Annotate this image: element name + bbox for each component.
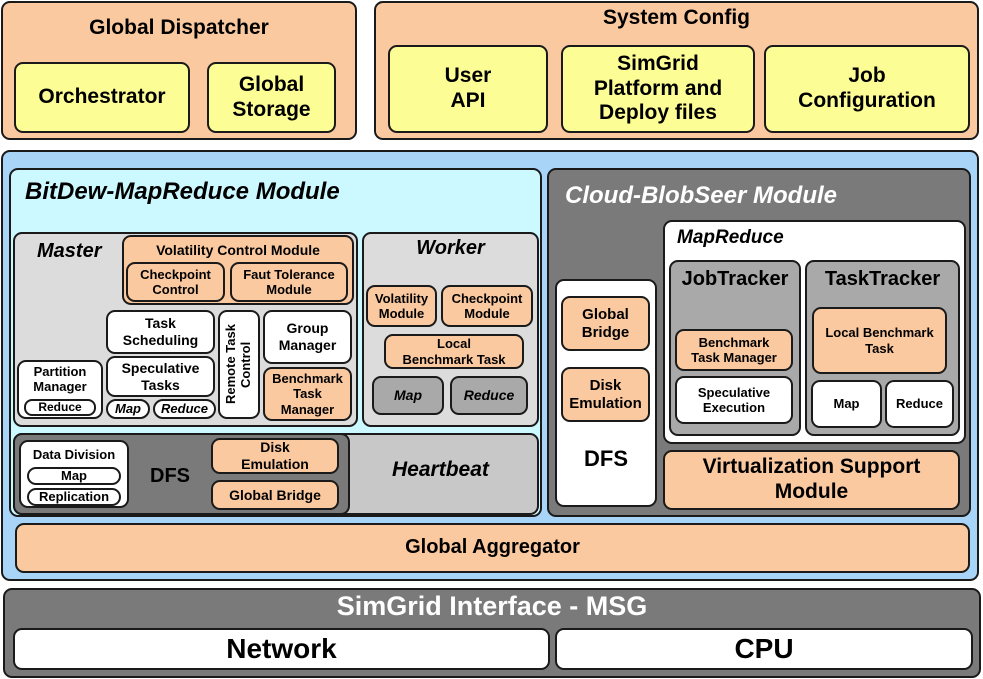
global-storage: Global Storage — [207, 62, 336, 133]
checkpoint-module: Checkpoint Module — [441, 285, 533, 327]
remote-task-control-label: Remote Task Control — [223, 324, 253, 405]
mapreduce-title: MapReduce — [677, 227, 784, 248]
data-division-map: Map — [27, 467, 121, 485]
master-reduce: Reduce — [153, 399, 216, 419]
bitdew-dfs-label: DFS — [150, 465, 190, 487]
data-division-replication: Replication — [27, 488, 121, 506]
global-aggregator: Global Aggregator — [15, 523, 970, 573]
data-division-label: Data Division — [32, 447, 116, 462]
cpu: CPU — [555, 628, 973, 670]
blobseer-disk-emulation: Disk Emulation — [561, 367, 650, 422]
bitdew-disk-emulation: Disk Emulation — [211, 438, 339, 474]
jobtracker-benchmark-task-manager: Benchmark Task Manager — [675, 329, 793, 371]
partition-reduce: Reduce — [24, 399, 96, 416]
orchestrator: Orchestrator — [14, 62, 190, 133]
partition-manager-label: Partition Manager — [33, 364, 87, 395]
tasktracker-map: Map — [811, 380, 882, 428]
bitdew-global-bridge: Global Bridge — [211, 480, 339, 510]
task-scheduling: Task Scheduling — [106, 310, 215, 354]
master-title: Master — [37, 240, 102, 262]
jobtracker-title: JobTracker — [681, 268, 789, 290]
master-map: Map — [106, 399, 150, 419]
fault-tolerance-module: Faut Tolerance Module — [230, 262, 348, 302]
user-api: User API — [388, 45, 548, 133]
speculative-execution: Speculative Execution — [675, 376, 793, 424]
tasktracker-reduce: Reduce — [885, 380, 954, 428]
simgrid-platform-deploy-files: SimGrid Platform and Deploy files — [561, 45, 755, 133]
checkpoint-control: Checkpoint Control — [126, 262, 225, 302]
group-manager: Group Manager — [263, 310, 352, 364]
tasktracker-title: TaskTracker — [824, 268, 941, 290]
benchmark-task-manager: Benchmark Task Manager — [263, 367, 352, 421]
volatility-module: Volatility Module — [366, 285, 437, 327]
worker-map: Map — [372, 376, 444, 415]
blobseer-global-bridge: Global Bridge — [561, 296, 650, 351]
global-dispatcher-title: Global Dispatcher — [89, 16, 269, 39]
simgrid-interface-title: SimGrid Interface - MSG — [336, 591, 648, 621]
heartbeat-label: Heartbeat — [392, 458, 489, 481]
bitdew-mapreduce-title: BitDew-MapReduce Module — [25, 178, 340, 205]
speculative-tasks: Speculative Tasks — [106, 356, 215, 397]
virtualization-support-module: Virtualization Support Module — [663, 450, 960, 510]
network: Network — [13, 628, 550, 670]
volatility-control-label: Volatility Control Module — [156, 242, 320, 258]
local-benchmark-task: Local Benchmark Task — [384, 334, 524, 369]
remote-task-control: Remote Task Control — [218, 310, 260, 419]
worker-reduce: Reduce — [450, 376, 528, 415]
system-config-title: System Config — [602, 6, 751, 29]
cloud-blobseer-title: Cloud-BlobSeer Module — [565, 182, 837, 209]
worker-title: Worker — [416, 237, 485, 259]
tasktracker-local-benchmark: Local Benchmark Task — [812, 307, 947, 374]
job-configuration: Job Configuration — [764, 45, 970, 133]
blobseer-dfs-label: DFS — [584, 446, 628, 471]
